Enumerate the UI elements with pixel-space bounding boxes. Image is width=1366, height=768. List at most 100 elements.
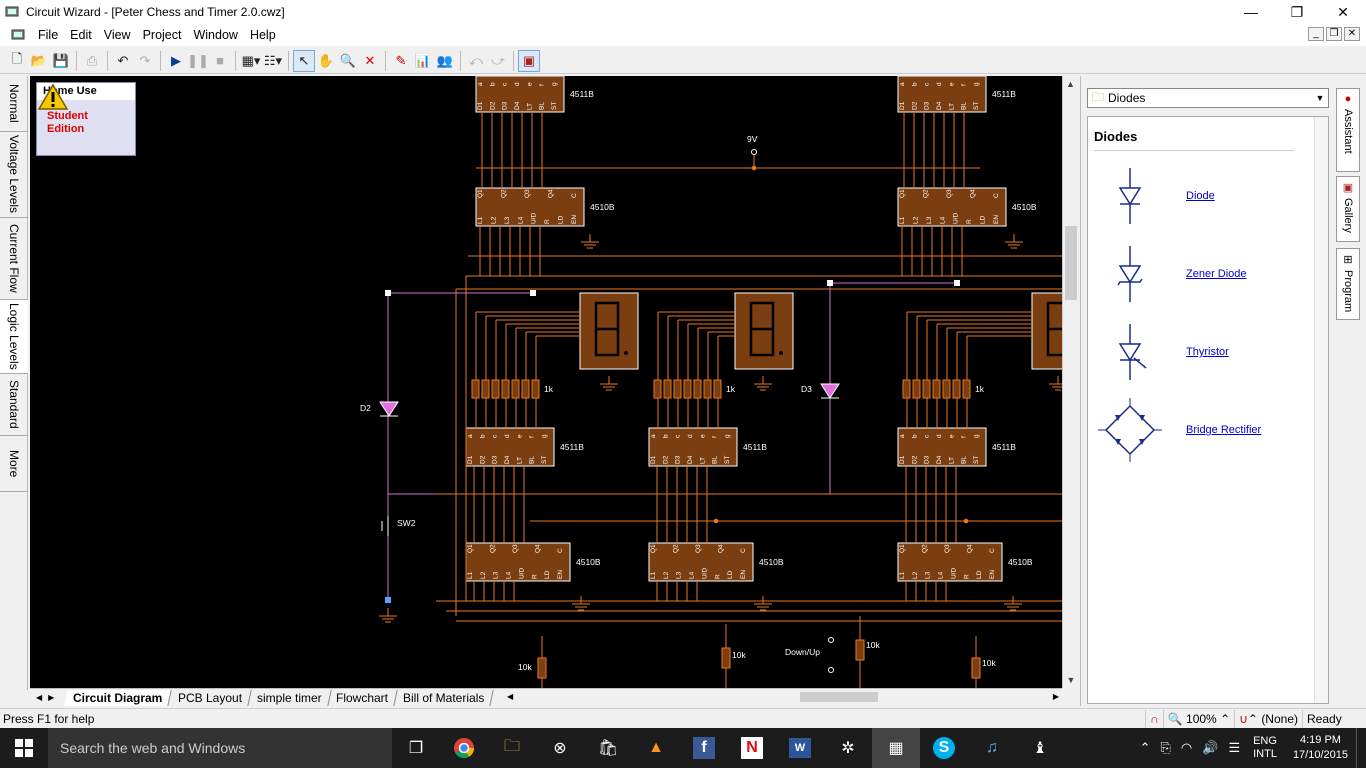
tab-voltage-levels[interactable]: Voltage Levels — [0, 132, 28, 218]
zoom-level[interactable]: 🔍 100% ⌃ — [1162, 709, 1234, 728]
taskbar-search-input[interactable]: Search the web and Windows — [48, 728, 392, 768]
menu-project[interactable]: Project — [142, 28, 182, 42]
tab-assistant[interactable]: ●Assistant — [1336, 88, 1360, 172]
document-icon[interactable] — [10, 27, 26, 43]
magnet-icon[interactable]: ∩ — [1145, 709, 1163, 728]
chrome-icon[interactable] — [440, 728, 488, 768]
delete-icon[interactable]: ✕ — [364, 52, 376, 68]
gallery-item-diode[interactable]: Diode — [1096, 161, 1316, 231]
skype-icon[interactable]: S — [920, 728, 968, 768]
close-button[interactable]: ✕ — [1337, 3, 1349, 20]
tab-pcb-layout[interactable]: PCB Layout — [168, 689, 252, 706]
open-icon[interactable]: 📂 — [30, 52, 48, 68]
undo-icon[interactable]: ↶ — [117, 52, 129, 68]
parts-icon[interactable]: ▣ — [518, 49, 540, 72]
pause-icon[interactable]: ❚❚ — [187, 52, 209, 68]
gallery-item-thyristor[interactable]: Thyristor — [1096, 317, 1316, 387]
windows-start-icon[interactable] — [0, 728, 48, 768]
wifi-icon[interactable]: ◠ — [1180, 740, 1193, 755]
itunes-icon[interactable]: ♫ — [986, 739, 998, 756]
tab-flowchart[interactable]: Flowchart — [327, 689, 399, 706]
ic-4511-mid-1-pin-label: f — [529, 436, 536, 438]
print-icon[interactable]: ⎙ — [86, 52, 98, 68]
menu-view[interactable]: View — [103, 28, 131, 42]
xbox-icon[interactable]: ⊗ — [553, 740, 567, 757]
gallery-item-bridge-rectifier[interactable]: Bridge Rectifier — [1096, 395, 1316, 465]
word-icon[interactable]: W — [776, 728, 824, 768]
tab-gallery[interactable]: ▣Gallery — [1336, 176, 1360, 242]
scroll-down-arrow-icon[interactable]: ▼ — [1066, 675, 1076, 685]
ic-4510-bot-1-pin-label: LD — [544, 570, 551, 579]
canvas-horizontal-scrollbar[interactable]: ◀ ▶ — [505, 690, 1061, 704]
play-icon[interactable]: ▶ — [171, 52, 181, 68]
ic-4511-mid-1-pin-label: D3 — [492, 455, 499, 464]
circuit-wizard-taskbar-icon[interactable]: ▦ — [872, 728, 920, 768]
maximize-button[interactable]: ❐ — [1290, 3, 1304, 20]
gallery-item-zener-diode[interactable]: Zener Diode — [1096, 239, 1316, 309]
canvas-vertical-scrollbar[interactable]: ▲ ▼ — [1062, 76, 1078, 688]
chip-icon[interactable]: ▦▾ — [241, 52, 261, 68]
stop-icon[interactable]: ■ — [216, 53, 224, 68]
task-view-icon[interactable]: ❐ — [408, 740, 424, 757]
scroll-up-arrow-icon[interactable]: ▲ — [1066, 79, 1075, 89]
vertical-scroll-thumb[interactable] — [1065, 226, 1077, 300]
wire-node — [530, 290, 536, 296]
gallery-category-select[interactable]: 🗀 Diodes ▼ — [1087, 88, 1329, 108]
doc-restore-button[interactable]: ❐ — [1326, 27, 1342, 41]
network-app-icon[interactable]: ✲ — [841, 740, 855, 757]
facebook-icon[interactable]: f — [680, 728, 728, 768]
menu-file[interactable]: File — [38, 28, 59, 42]
menu-help[interactable]: Help — [249, 28, 276, 42]
tab-bill-of-materials[interactable]: Bill of Materials — [394, 689, 495, 706]
ic-4510-bot-2-pin-label: U/D — [701, 568, 708, 580]
scroll-right-arrow-icon[interactable]: ▶ — [1052, 692, 1059, 701]
doc-close-button[interactable]: ✕ — [1344, 27, 1360, 41]
menu-edit[interactable]: Edit — [70, 28, 92, 42]
hand-icon[interactable]: ✋ — [317, 52, 335, 68]
horizontal-scroll-thumb[interactable] — [800, 692, 878, 702]
gallery-scrollbar[interactable] — [1314, 117, 1328, 703]
pointer-icon[interactable]: ↖ — [293, 49, 315, 72]
tab-current-flow[interactable]: Current Flow — [0, 218, 28, 300]
vlc-icon[interactable]: ▲ — [648, 739, 664, 756]
new-icon[interactable]: 🗋 — [11, 50, 23, 66]
tab-simple-timer[interactable]: simple timer — [248, 689, 332, 706]
tab-standard[interactable]: Standard — [0, 374, 28, 436]
tab-more[interactable]: More — [0, 436, 28, 492]
volume-icon[interactable]: 🔊 — [1202, 740, 1219, 755]
minimize-button[interactable]: — — [1244, 4, 1258, 20]
tab-program[interactable]: ⊞Program — [1336, 248, 1360, 320]
tab-nav-arrows-icon[interactable]: ◀▶ — [36, 693, 61, 702]
chess-icon[interactable]: ♝ — [1032, 740, 1048, 757]
redo-icon[interactable]: ↷ — [139, 52, 151, 68]
graph-icon[interactable]: 📊 — [414, 52, 432, 68]
scroll-left-arrow-icon[interactable]: ◀ — [507, 692, 514, 701]
rotate-right-icon[interactable]: ⤻ — [491, 52, 505, 68]
tab-circuit-diagram[interactable]: Circuit Diagram — [64, 689, 173, 706]
tab-logic-levels[interactable]: Logic Levels — [0, 300, 28, 374]
chevron-up-icon[interactable]: ⌃ — [1139, 740, 1151, 755]
network-icon[interactable]: ⎘ — [1160, 740, 1171, 755]
snap-mode[interactable]: ∪⌃ (None) — [1234, 709, 1302, 728]
doc-minimize-button[interactable]: _ — [1308, 27, 1324, 41]
probe-icon[interactable]: ✎ — [395, 52, 407, 68]
rotate-left-icon[interactable]: ⤺ — [469, 52, 483, 68]
ic-4510-bot-2-pin-label: R — [714, 574, 721, 579]
chevron-down-icon[interactable]: ▼ — [1315, 93, 1325, 103]
people-icon[interactable]: 👥 — [436, 52, 454, 68]
store-icon[interactable]: 🛍 — [597, 740, 619, 757]
save-icon[interactable]: 💾 — [52, 52, 70, 68]
tab-normal[interactable]: Normal — [0, 76, 28, 132]
notifications-icon[interactable]: ☰ — [1228, 740, 1241, 755]
zoom-icon[interactable]: 🔍 — [339, 52, 357, 68]
menu-window[interactable]: Window — [193, 28, 238, 42]
ic-4510-bot-3-pin-label: Q4 — [967, 544, 974, 553]
file-explorer-icon[interactable]: 🗀 — [503, 737, 520, 755]
netflix-icon[interactable]: N — [728, 728, 776, 768]
show-desktop-button[interactable] — [1356, 728, 1366, 768]
layout-icon[interactable]: ☷▾ — [263, 52, 283, 68]
